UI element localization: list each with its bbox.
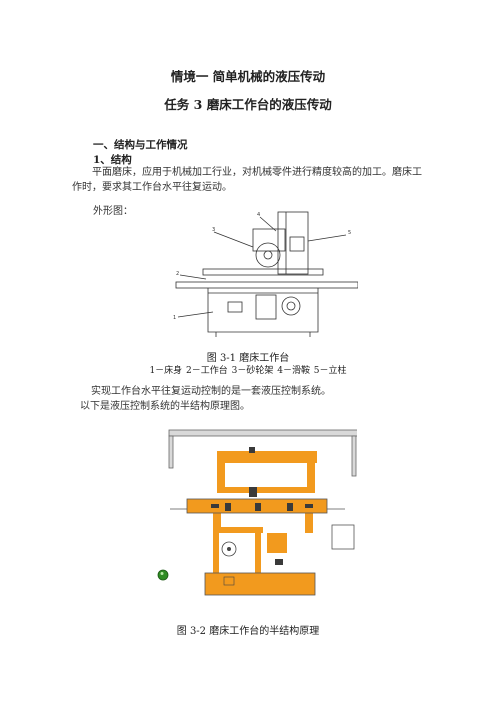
callout-5: 5 [348,230,351,236]
paragraph-diagram-intro: 以下是液压控制系统的半结构原理图。 [80,401,250,412]
figure2-caption: 图 3-2 磨床工作台的半结构原理 [176,626,320,637]
section-heading: 一、结构与工作情况 [93,139,188,151]
paragraph-control-system: 实现工作台水平往复运动控制的是一套液压控制系统。 [91,386,331,397]
task-title: 任务 3 磨床工作台的液压传动 [164,97,332,112]
callout-2: 2 [176,271,179,277]
figure1-legend: 1－床身 2－工作台 3－砂轮架 4－滑鞍 5－立柱 [149,366,347,376]
callout-1: 1 [173,315,176,321]
subsection-heading: 1、结构 [93,154,132,166]
callout-4: 4 [257,212,260,218]
grinder-outline-figure: 3 2 1 4 5 [173,211,358,337]
outline-label: 外形图： [93,206,133,217]
document-title: 情境一 简单机械的液压传动 [170,69,326,84]
callout-3: 3 [212,227,215,233]
intro-paragraph: 平面磨床，应用于机械加工行业，对机械零件进行精度较高的加工。磨床工作时，要求其工… [72,167,422,193]
hydraulic-schematic-figure [157,429,357,596]
figure1-caption: 图 3-1 磨床工作台 [206,353,290,364]
